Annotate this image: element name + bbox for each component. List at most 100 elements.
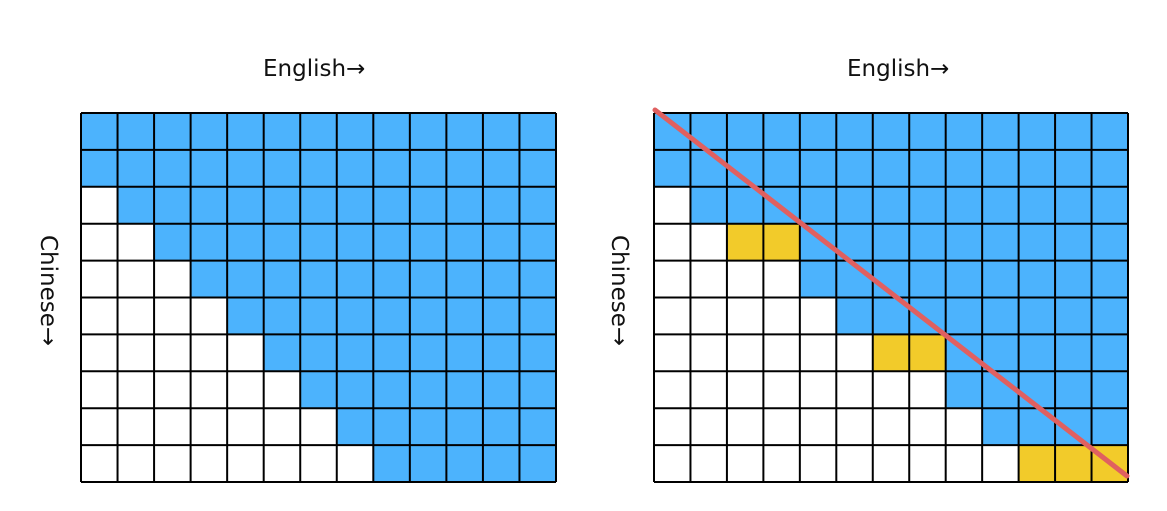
grid-cell-r8-c1 (117, 408, 155, 446)
grid-cell-r8-c12 (1091, 408, 1128, 446)
grid-cell-r9-c3 (190, 445, 228, 482)
y-axis-label-text: Chinese (606, 235, 632, 327)
grid-cell-r6-c0 (654, 334, 691, 372)
grid-cell-r9-c11 (1055, 445, 1092, 482)
grid-cell-r6-c6 (872, 334, 910, 372)
grid-cell-r5-c5 (263, 297, 301, 335)
grid-cell-r8-c0 (81, 408, 118, 446)
x-axis-label-text: English (847, 56, 931, 82)
grid-cell-r6-c6 (300, 334, 337, 372)
grid-cell-r6-c8 (373, 334, 410, 372)
grid-cell-r3-c6 (872, 223, 910, 261)
grid-cell-r3-c6 (300, 223, 337, 261)
grid-cell-r2-c10 (446, 186, 483, 224)
grid-cell-r3-c5 (263, 223, 301, 261)
grid-cell-r9-c0 (81, 445, 118, 482)
grid-cell-r0-c8 (373, 113, 410, 150)
grid-cell-r4-c8 (945, 260, 983, 298)
grid-cell-r9-c2 (154, 445, 191, 482)
grid-cell-r1-c3 (763, 149, 800, 187)
grid-cell-r8-c11 (482, 408, 520, 446)
grid-cell-r4-c12 (519, 260, 556, 298)
grid-cell-r9-c8 (945, 445, 983, 482)
grid-cell-r8-c5 (263, 408, 301, 446)
grid-cell-r2-c5 (836, 186, 873, 224)
grid-cell-r7-c2 (154, 371, 191, 409)
grid-cell-r2-c9 (409, 186, 447, 224)
grid-cell-r0-c5 (836, 113, 873, 150)
grid-cell-r7-c8 (945, 371, 983, 409)
grid-cell-r8-c6 (300, 408, 337, 446)
grid-cell-r0-c11 (1055, 113, 1092, 150)
grid-cell-r0-c3 (763, 113, 800, 150)
grid-cell-r9-c6 (872, 445, 910, 482)
grid-cell-r1-c12 (519, 149, 556, 187)
grid-cell-r2-c0 (654, 186, 691, 224)
grid-cell-r8-c7 (336, 408, 374, 446)
grid-cell-r4-c3 (190, 260, 228, 298)
grid-cell-r9-c0 (654, 445, 691, 482)
grid-cell-r6-c11 (1055, 334, 1092, 372)
grid-cell-r1-c10 (446, 149, 483, 187)
grid-cell-r6-c5 (836, 334, 873, 372)
grid-cell-r4-c1 (117, 260, 155, 298)
grid-cell-r9-c1 (117, 445, 155, 482)
grid-cell-r0-c0 (81, 113, 118, 150)
grid-cell-r8-c7 (909, 408, 946, 446)
grid-cell-r7-c1 (690, 371, 727, 409)
grid-cell-r6-c4 (227, 334, 264, 372)
grid-cell-r1-c11 (482, 149, 520, 187)
x-axis-label: English→ (847, 56, 949, 82)
grid-cell-r8-c9 (982, 408, 1019, 446)
grid-cell-r9-c4 (227, 445, 264, 482)
grid-cell-r5-c2 (154, 297, 191, 335)
grid-cell-r9-c9 (409, 445, 447, 482)
grid-cell-r2-c11 (482, 186, 520, 224)
grid-cell-r3-c9 (409, 223, 447, 261)
grid-cell-r4-c10 (1018, 260, 1056, 298)
grid-cell-r8-c2 (726, 408, 764, 446)
grid-cell-r0-c12 (519, 113, 556, 150)
grid-cell-r0-c7 (336, 113, 374, 150)
grid-cell-r6-c3 (763, 334, 800, 372)
grid-cell-r7-c9 (409, 371, 447, 409)
grid-cell-r0-c6 (872, 113, 910, 150)
grid-cell-r6-c7 (909, 334, 946, 372)
grid-cell-r7-c4 (227, 371, 264, 409)
grid-cell-r9-c8 (373, 445, 410, 482)
grid-cell-r0-c1 (117, 113, 155, 150)
grid-cell-r9-c5 (836, 445, 873, 482)
grid-cell-r8-c8 (945, 408, 983, 446)
grid-cell-r1-c0 (654, 149, 691, 187)
x-axis-label: English→ (263, 56, 365, 82)
grid-cell-r8-c12 (519, 408, 556, 446)
grid-cell-r2-c2 (726, 186, 764, 224)
diagonal-line (652, 107, 1130, 479)
grid-cell-r4-c0 (81, 260, 118, 298)
grid-cell-r5-c0 (81, 297, 118, 335)
y-axis-label-text: Chinese (35, 235, 61, 327)
grid-cell-r1-c2 (154, 149, 191, 187)
grid-cell-r2-c2 (154, 186, 191, 224)
grid-cell-r2-c1 (117, 186, 155, 224)
grid-cell-r7-c1 (117, 371, 155, 409)
grid-cell-r6-c2 (726, 334, 764, 372)
grid-cell-r0-c12 (1091, 113, 1128, 150)
grid-cell-r4-c5 (263, 260, 301, 298)
grid-cell-r0-c2 (154, 113, 191, 150)
grid-cell-r4-c8 (373, 260, 410, 298)
grid-cell-r6-c12 (519, 334, 556, 372)
grid-cell-r5-c12 (519, 297, 556, 335)
grid-cell-r7-c12 (1091, 371, 1128, 409)
left-y-axis-label: Chinese→ (35, 235, 61, 346)
grid-cell-r9-c10 (1018, 445, 1056, 482)
grid-cell-r5-c11 (482, 297, 520, 335)
grid-cell-r5-c3 (763, 297, 800, 335)
grid-cell-r8-c4 (799, 408, 837, 446)
grid-cell-r1-c11 (1055, 149, 1092, 187)
grid-cell-r7-c10 (446, 371, 483, 409)
grid-cell-r6-c1 (690, 334, 727, 372)
grid-cell-r7-c2 (726, 371, 764, 409)
grid-cell-r3-c4 (227, 223, 264, 261)
grid-cell-r2-c4 (227, 186, 264, 224)
